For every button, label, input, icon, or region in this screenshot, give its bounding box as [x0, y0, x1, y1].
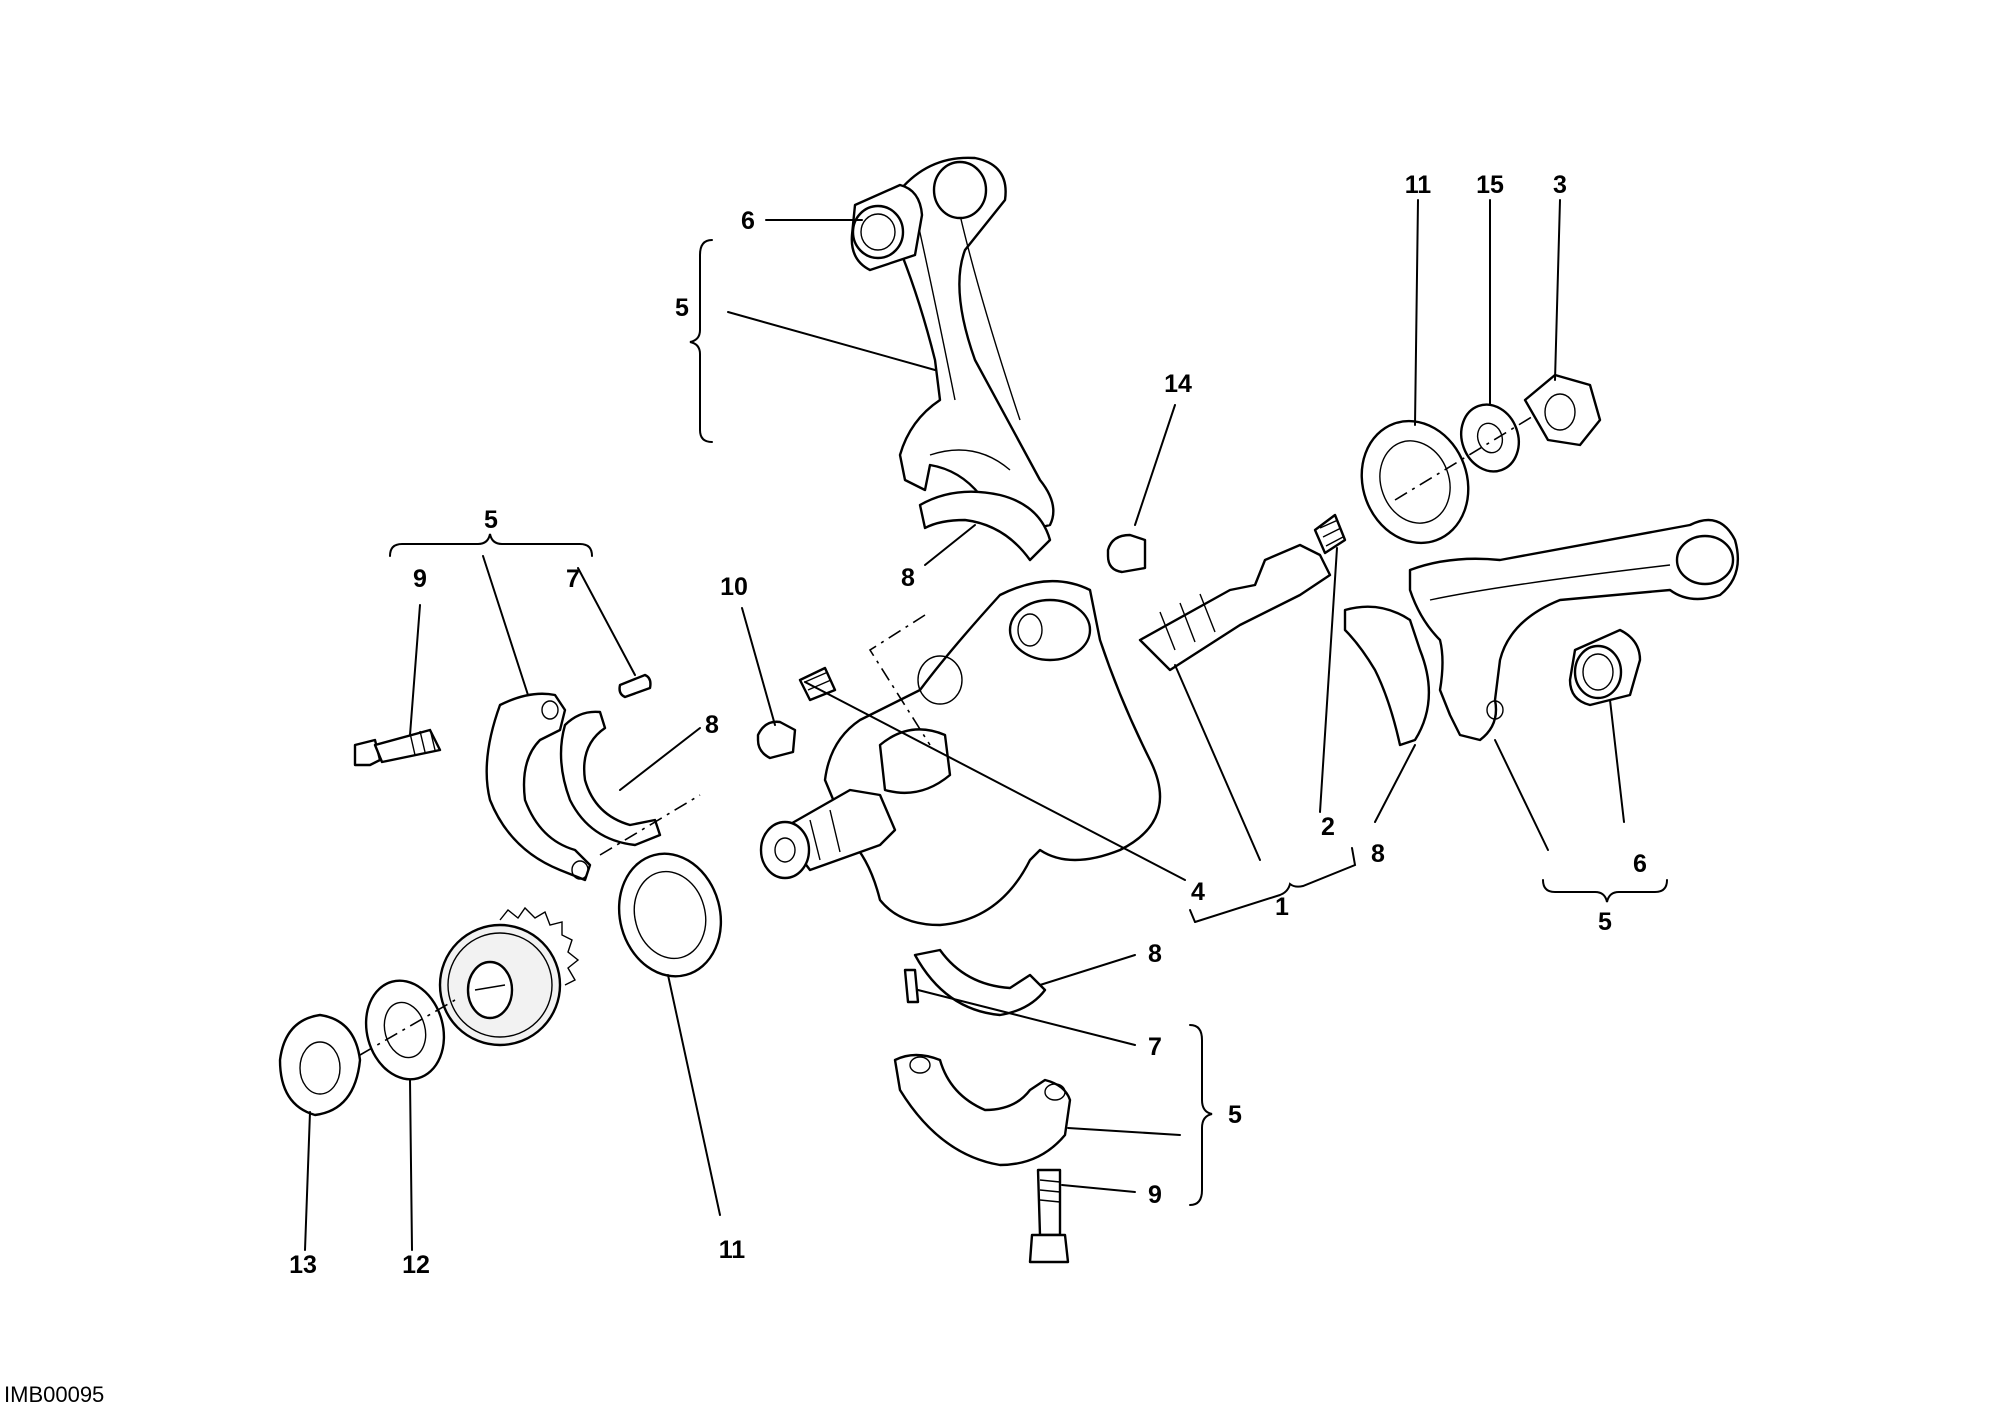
callout-12: 12: [402, 1251, 430, 1279]
bracket-1: [1189, 847, 1357, 923]
dowel-7-left: [618, 673, 652, 699]
callout-2: 2: [1321, 813, 1335, 841]
callout-15: 15: [1476, 171, 1504, 199]
callout-6-right: 6: [1633, 850, 1647, 878]
callout-labels: 6 5 14 11 15 3 5 9 7 10 8 8 2 8 6 5 4 1 …: [289, 171, 1647, 1279]
reference-code: IMB00095: [4, 1382, 104, 1407]
callout-8-left: 8: [705, 711, 719, 739]
callout-8-bottom: 8: [1148, 940, 1162, 968]
brace-left: [389, 533, 593, 557]
thrust-washer-top: [1360, 419, 1470, 545]
callout-5-right: 5: [1598, 908, 1612, 936]
callout-4: 4: [1191, 878, 1205, 906]
callout-11-top: 11: [1405, 171, 1432, 199]
key-14: [1106, 533, 1147, 574]
brace-bottom: [1189, 1024, 1213, 1206]
half-bearing-right: [1343, 605, 1430, 747]
half-bearing-bottom: [913, 948, 1047, 1017]
rod-cap-bottom: [893, 1053, 1072, 1167]
callout-11-bottom: 11: [719, 1236, 746, 1264]
connecting-rod-top: [898, 156, 1055, 532]
half-bearing-top: [918, 490, 1052, 562]
nut-3: [1523, 373, 1602, 447]
brace-top: [689, 239, 713, 443]
callout-5-top: 5: [675, 294, 689, 322]
small-end-bush-top: [850, 183, 924, 272]
rod-cap-left: [485, 692, 592, 882]
callout-10: 10: [720, 573, 748, 601]
bolt-9-bottom: [1028, 1168, 1070, 1264]
bolt-9-left: [353, 728, 442, 767]
grub-screw-2: [1313, 513, 1347, 555]
thrust-washer-bottom: [617, 852, 723, 978]
callout-7-left: 7: [566, 565, 580, 593]
callout-9-bottom: 9: [1148, 1181, 1162, 1209]
callout-7-bottom: 7: [1148, 1033, 1162, 1061]
leader-lines: [304, 199, 1625, 1251]
callout-1: 1: [1275, 893, 1289, 921]
timing-gear: [438, 906, 580, 1047]
callout-8-right: 8: [1371, 840, 1385, 868]
crankshaft: [759, 543, 1332, 927]
washer-12: [364, 979, 446, 1081]
brace-right: [1542, 879, 1668, 903]
callout-8-top: 8: [901, 564, 915, 592]
callout-9-left: 9: [413, 565, 427, 593]
callout-3: 3: [1553, 171, 1567, 199]
half-bearing-left: [559, 710, 662, 847]
ring-nut-13: [278, 1013, 362, 1117]
callout-13: 13: [289, 1251, 317, 1279]
washer-15: [1460, 403, 1520, 473]
callout-5-bottom: 5: [1228, 1101, 1242, 1129]
small-end-bush-right: [1568, 628, 1642, 707]
connecting-rod-right: [1408, 518, 1739, 742]
callout-14: 14: [1164, 370, 1192, 398]
callout-5-left: 5: [484, 506, 498, 534]
dowel-7-bottom: [903, 968, 920, 1004]
key-10: [756, 720, 797, 760]
callout-6-top: 6: [741, 207, 755, 235]
